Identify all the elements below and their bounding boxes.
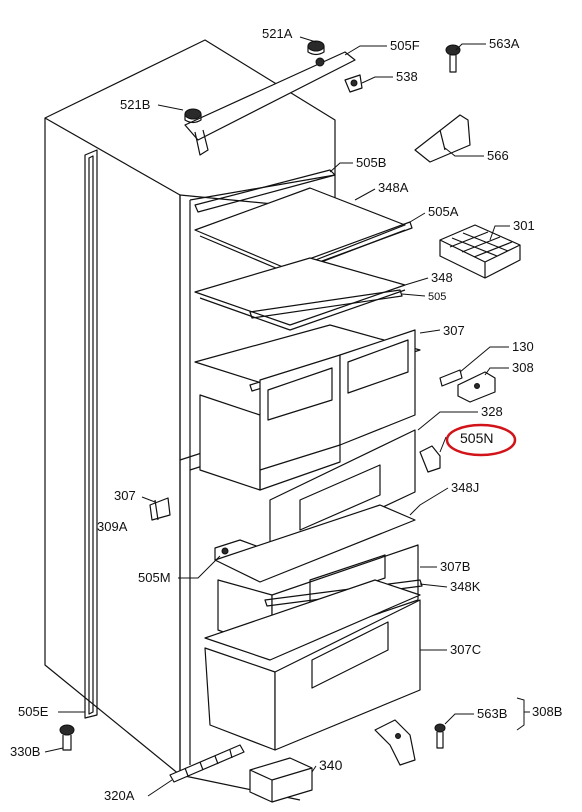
label-505: 505 <box>428 291 446 303</box>
seal-505b <box>194 169 336 213</box>
label-307-left: 307 <box>114 488 136 503</box>
label-307b: 307B <box>440 559 470 574</box>
label-308b: 308B <box>532 704 562 719</box>
shelf-348j <box>214 504 416 583</box>
label-521b: 521B <box>120 97 150 112</box>
label-563b: 563B <box>477 706 507 721</box>
label-505m: 505M <box>138 570 171 585</box>
label-340: 340 <box>319 757 343 773</box>
label-328: 328 <box>481 404 503 419</box>
label-308: 308 <box>512 360 534 375</box>
label-348a: 348A <box>378 180 409 195</box>
hinge-308 <box>457 371 496 403</box>
door-seal-505e <box>84 149 98 719</box>
label-348: 348 <box>431 270 453 285</box>
flap-328 <box>269 429 416 561</box>
bracket-566 <box>414 114 471 163</box>
strip-505 <box>249 289 403 319</box>
hinge-308b <box>374 719 416 766</box>
part-labels: 521A 505F 563A 538 521B 566 505B 348A 50… <box>10 26 562 803</box>
label-130: 130 <box>512 339 534 354</box>
part-130 <box>439 369 463 387</box>
ice-tray-301 <box>439 224 521 279</box>
screw-563a <box>445 44 461 73</box>
highlight-ellipse-505n <box>445 423 517 457</box>
drawer-307-left <box>199 354 341 491</box>
label-563a: 563A <box>489 36 520 51</box>
label-301: 301 <box>513 218 535 233</box>
label-330b: 330B <box>10 744 40 759</box>
screw-563b <box>434 723 446 749</box>
label-505a: 505A <box>428 204 459 219</box>
label-307-upper: 307 <box>443 323 465 338</box>
label-307c: 307C <box>450 642 481 657</box>
box-340 <box>249 757 313 803</box>
label-348k: 348K <box>450 579 481 594</box>
label-566: 566 <box>487 148 509 163</box>
label-348j: 348J <box>451 480 479 495</box>
label-505n: 505N <box>460 430 493 446</box>
top-bracket-505f <box>184 51 356 156</box>
label-538: 538 <box>396 69 418 84</box>
drawer-307c <box>204 579 421 751</box>
label-505b: 505B <box>356 155 386 170</box>
clip-538 <box>344 74 363 93</box>
screw-330b <box>59 724 75 751</box>
grille-320a <box>169 744 245 783</box>
label-309a: 309A <box>97 519 128 534</box>
knob-521b <box>184 108 202 124</box>
label-521a: 521A <box>262 26 293 41</box>
hinge-505n <box>419 445 441 473</box>
leader-lines <box>44 36 530 797</box>
knob-521a <box>307 40 325 56</box>
clip-309a <box>149 497 171 521</box>
label-505e: 505E <box>18 704 49 719</box>
drawer-307-right <box>339 329 416 446</box>
label-320a: 320A <box>104 788 135 803</box>
label-505f: 505F <box>390 38 420 53</box>
